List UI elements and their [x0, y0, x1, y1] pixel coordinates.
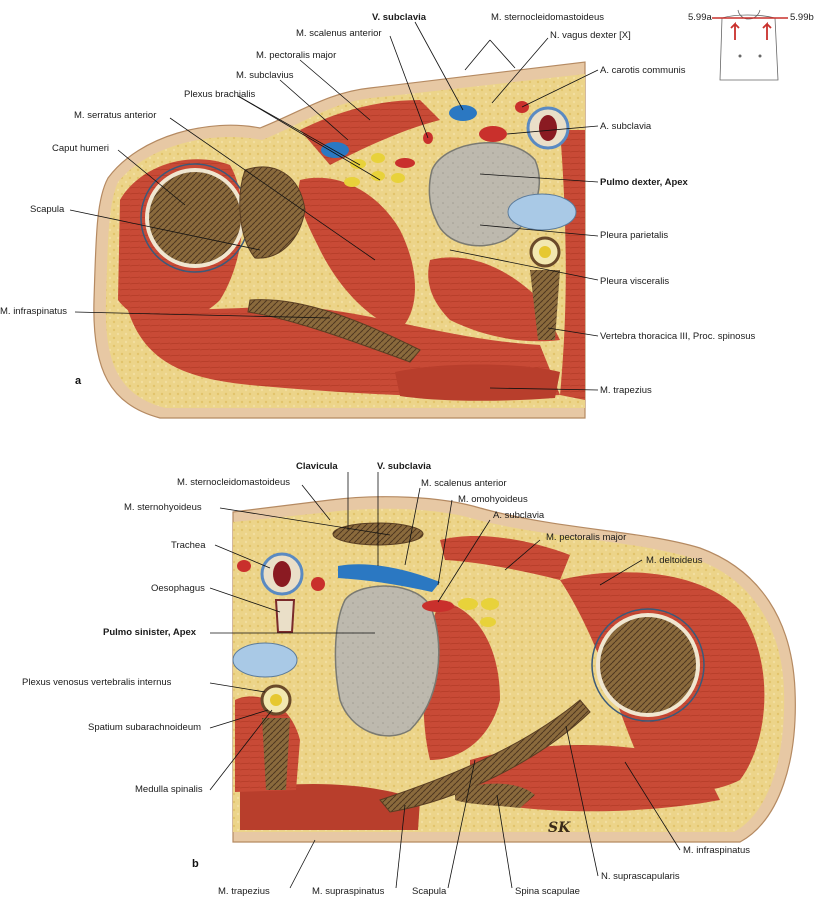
label-a-scapula: Scapula — [30, 204, 65, 215]
label-b-m-sternocleidomastoideus: M. sternocleidomastoideus — [177, 477, 290, 488]
label-a-m-subclavius: M. subclavius — [236, 70, 294, 81]
label-a-v-subclavia: V. subclavia — [372, 12, 427, 23]
panel-b-leader-lines — [209, 472, 681, 889]
arrow-right-icon — [762, 21, 772, 40]
panel-b-letter: b — [192, 858, 199, 870]
label-b-spatium-subarachnoideum: Spatium subarachnoideum — [88, 722, 202, 733]
panel-a-muscle-right — [560, 130, 585, 400]
label-b-medulla-spinalis: Medulla spinalis — [135, 784, 203, 795]
panel-b-scapula — [379, 699, 591, 813]
label-b-pulmo-sinister-apex: Pulmo sinister, Apex — [103, 627, 197, 638]
label-b-spina-scapulae: Spina scapulae — [515, 886, 580, 897]
panel-a-letter: a — [75, 375, 82, 387]
label-a-plexus-brachialis: Plexus brachialis — [184, 89, 256, 100]
label-b-trachea: Trachea — [171, 540, 206, 551]
label-a-pulmo-dexter-apex: Pulmo dexter, Apex — [600, 177, 688, 188]
label-a-vertebra-thoracica: Vertebra thoracica III, Proc. spinosus — [600, 331, 756, 342]
label-a-m-trapezius: M. trapezius — [600, 385, 652, 396]
label-a-pleura-parietalis: Pleura parietalis — [600, 230, 669, 241]
label-a-m-serratus-anterior: M. serratus anterior — [74, 110, 157, 121]
label-a-n-vagus-dexter: N. vagus dexter [X] — [550, 30, 631, 41]
panel-a-muscle-back — [428, 257, 560, 342]
panel-a-vertebral-body — [507, 193, 577, 231]
label-b-m-scalenus-anterior: M. scalenus anterior — [421, 478, 507, 489]
label-b-n-suprascapularis: N. suprascapularis — [601, 871, 680, 882]
label-b-m-trapezius: M. trapezius — [218, 886, 270, 897]
panel-b-muscle-supraspinatus — [423, 600, 500, 760]
label-b-plexus-venosus: Plexus venosus vertebralis internus — [22, 677, 172, 688]
panel-a-spinous-process — [530, 270, 560, 340]
label-b-m-deltoideus: M. deltoideus — [646, 555, 703, 566]
artist-signature: SK — [548, 820, 571, 836]
label-a-a-carotis-communis: A. carotis communis — [600, 65, 686, 76]
panel-b-lung-apex — [334, 585, 440, 737]
panel-a-muscle-serratus — [298, 177, 415, 330]
label-a-a-subclavia: A. subclavia — [600, 121, 652, 132]
label-a-m-scalenus-anterior: M. scalenus anterior — [296, 28, 382, 39]
panel-b-muscle-trapezius — [240, 784, 420, 830]
label-b-scapula: Scapula — [412, 886, 447, 897]
panel-b-section — [209, 472, 796, 889]
label-b-m-omohyoideus: M. omohyoideus — [458, 494, 528, 505]
figure-ref-left: 5.99a — [688, 12, 712, 23]
label-a-m-sternocleidomastoideus: M. sternocleidomastoideus — [491, 12, 604, 23]
label-b-a-subclavia: A. subclavia — [493, 510, 545, 521]
panel-a-section — [69, 21, 599, 419]
label-b-m-pectoralis-major: M. pectoralis major — [546, 532, 627, 543]
panel-a-v-subclavia — [449, 105, 477, 121]
panel-a-scapula — [239, 166, 306, 259]
figure-ref-right: 5.99b — [790, 12, 814, 23]
panel-b-vertebral-body — [232, 642, 298, 678]
panel-a-scapula-blade — [247, 299, 421, 363]
panel-b-oesophagus — [274, 599, 296, 633]
label-a-m-infraspinatus: M. infraspinatus — [0, 306, 68, 317]
label-a-caput-humeri: Caput humeri — [52, 143, 110, 154]
panel-b-spina-scapulae — [455, 783, 535, 808]
label-b-m-supraspinatus: M. supraspinatus — [312, 886, 385, 897]
label-b-m-sternohyoideus: M. sternohyoideus — [124, 502, 202, 513]
panel-b-a-subclavia — [422, 600, 454, 612]
torso-thumbnail — [712, 9, 788, 81]
panel-a-leader-lines — [69, 21, 599, 391]
label-b-oesophagus: Oesophagus — [151, 583, 205, 594]
panel-b-v-subclavia — [338, 564, 440, 592]
panel-a-muscle-trapezius — [395, 364, 560, 401]
panel-b-plexus — [458, 598, 478, 610]
panel-a-v-subclavia-lateral — [321, 142, 349, 158]
arrow-left-icon — [730, 21, 740, 40]
panel-b-humeral-head — [596, 613, 700, 717]
label-a-m-pectoralis-major: M. pectoralis major — [256, 50, 337, 61]
label-b-clavicula: Clavicula — [296, 461, 338, 472]
panel-b-spinous-process — [262, 718, 290, 790]
label-b-v-subclavia: V. subclavia — [377, 461, 432, 472]
panel-a-a-subclavia — [479, 126, 507, 142]
panel-a-humeral-head — [145, 168, 245, 268]
label-a-pleura-visceralis: Pleura visceralis — [600, 276, 670, 287]
label-b-m-infraspinatus: M. infraspinatus — [683, 845, 751, 856]
